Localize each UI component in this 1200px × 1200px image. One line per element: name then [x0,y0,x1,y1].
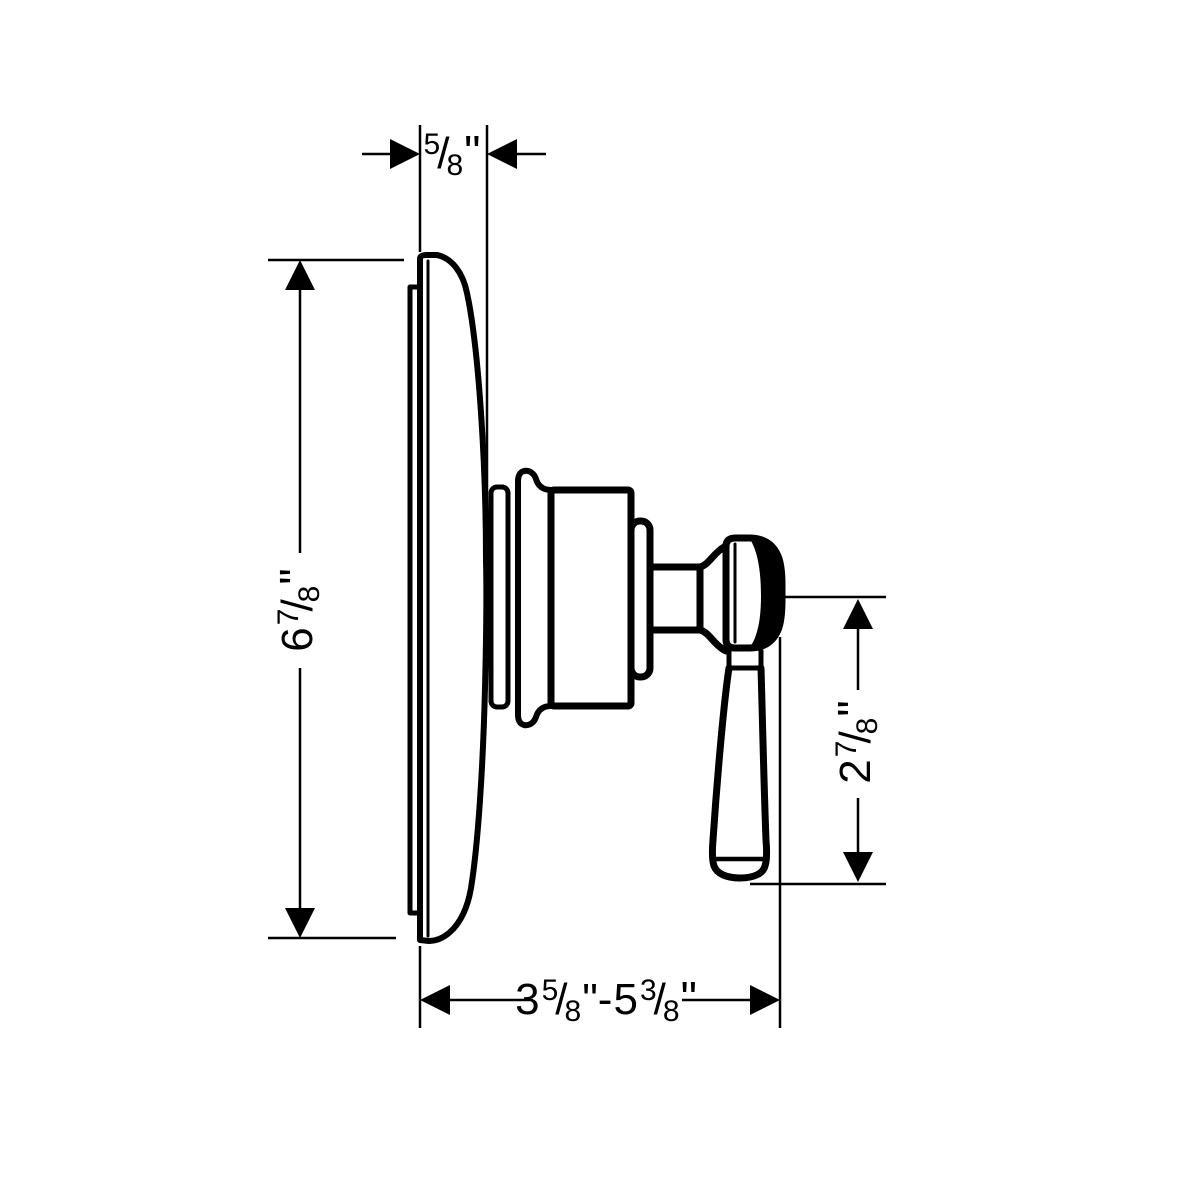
dimension-arrowhead-down-icon [285,908,315,938]
dim-unit-mark: " [270,568,322,584]
dim-range-separator: "- [582,975,612,1024]
dim-fraction-slash: / [831,731,880,744]
dim-denominator: 8 [446,149,463,182]
dim-label-plate-depth: 5/8" [424,126,481,182]
dim-max-whole: 5 [613,975,637,1024]
dimension-arrowhead-left-icon [420,985,450,1015]
hub-shading [750,539,782,647]
valve-sleeve [515,467,554,729]
dim-numerator: 7 [830,741,863,758]
dim-unit-mark: " [464,126,480,178]
escutcheon-plate-outline [417,252,490,944]
dimension-arrowhead-up-icon [285,260,315,290]
handle-stem [646,563,704,634]
dimension-arrowhead-down-icon [843,852,873,882]
dim-min-denominator: 8 [565,995,582,1028]
dim-unit-mark: " [681,972,697,1024]
stem-flare-top [696,542,730,571]
dim-max-fraction-slash: / [654,975,667,1024]
dim-denominator: 8 [293,586,326,603]
dimension-arrowhead-right-icon [390,139,420,169]
dim-unit-mark: " [828,700,880,716]
stem-flare-bottom [696,626,730,655]
dim-label-plate-height: 67/8 " [270,568,326,651]
dim-handle-projection: 27/8 " [828,599,884,882]
dim-numerator: 5 [424,128,441,161]
valve-body-cylinder [547,486,635,710]
valve-base-ring [488,484,511,710]
dim-whole: 2 [831,759,880,783]
dim-min-numerator: 5 [542,974,559,1007]
valve-trim-side-view [407,252,786,944]
dim-denominator: 8 [851,718,884,735]
extension-lines [268,125,886,1028]
dim-min-whole: 3 [515,975,539,1024]
dim-fraction-slash: / [273,599,322,612]
dimension-arrowhead-right-icon [750,985,780,1015]
dim-label-installation-depth-range: 35/8"-53/8" [515,972,697,1028]
dim-plate-height: 67/8 " [270,260,326,938]
dim-whole: 6 [273,627,322,651]
handle-neck-ring [726,645,764,671]
dim-max-numerator: 3 [640,974,657,1007]
dim-max-denominator: 8 [663,995,680,1028]
lever-handle-outline [708,664,771,882]
dim-fraction-slash: / [437,129,450,178]
dim-label-handle-projection: 27/8 " [828,700,884,783]
dimension-arrowhead-up-icon [843,599,873,629]
dim-installation-depth-range: 35/8"-53/8" [420,972,780,1028]
dimension-arrowhead-left-icon [487,139,517,169]
dim-numerator: 7 [272,609,305,626]
dim-min-fraction-slash: / [555,975,568,1024]
wall-flange-line [407,284,423,916]
dim-plate-depth: 5/8" [362,126,546,182]
